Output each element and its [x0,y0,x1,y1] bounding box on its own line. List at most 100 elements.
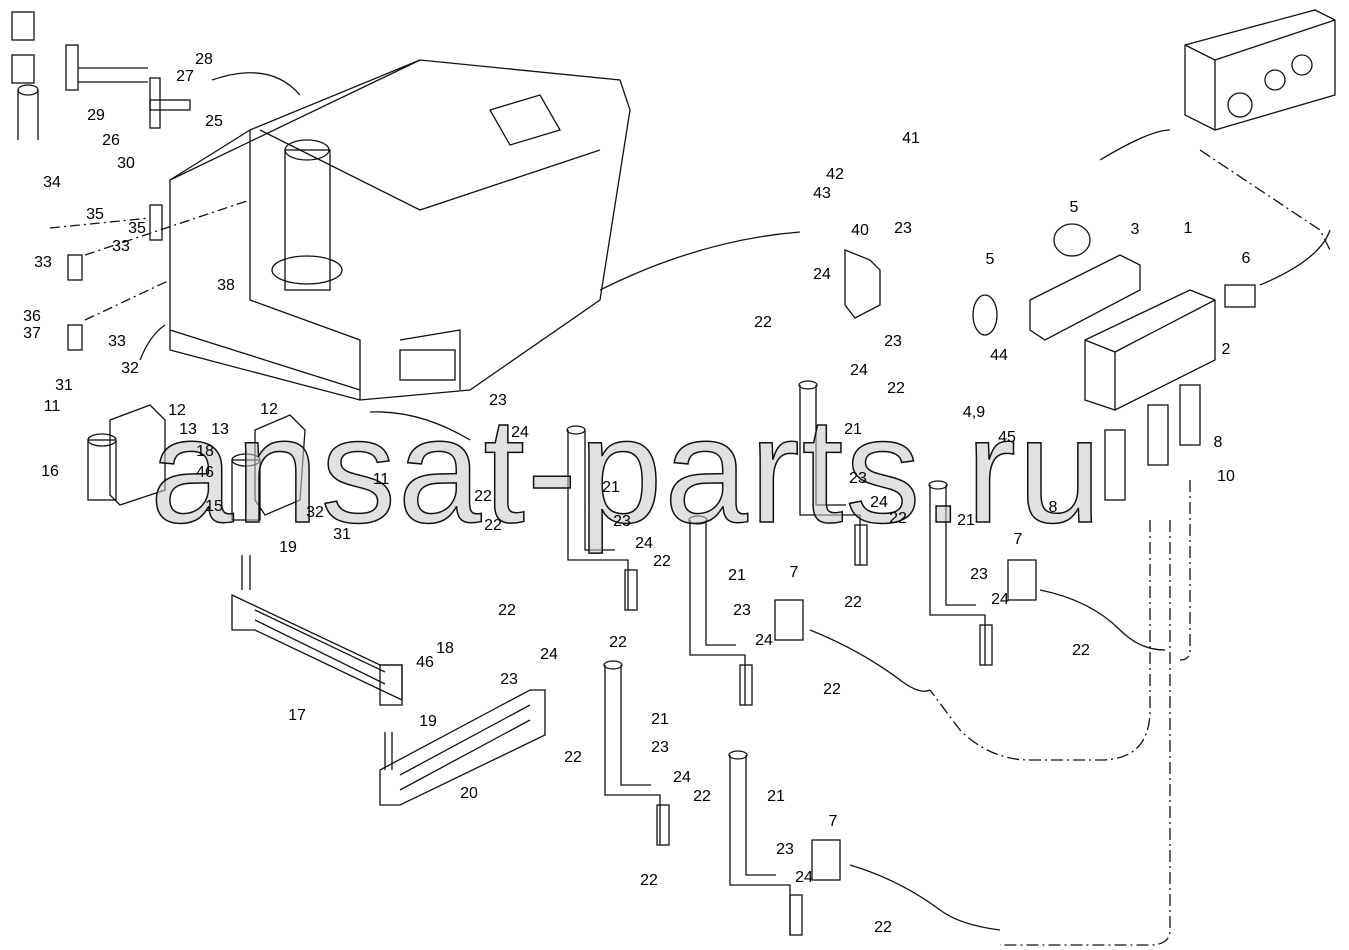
callout-22: 22 [874,919,892,936]
callout-11: 11 [43,398,61,415]
callout-36: 36 [23,308,41,325]
callout-4-9: 4,9 [962,404,986,421]
callout-24: 24 [511,424,529,441]
callout-45: 45 [998,429,1016,446]
callout-21: 21 [728,567,746,584]
callout-23: 23 [613,513,631,530]
callout-12: 12 [260,401,278,418]
callout-21: 21 [957,512,975,529]
callout-23: 23 [970,566,988,583]
watermark: ansat-parts.ru [149,386,1104,554]
callout-23: 23 [776,841,794,858]
callout-30: 30 [117,155,135,172]
callout-33: 33 [34,254,52,271]
callout-23: 23 [500,671,518,688]
callout-13: 13 [179,421,197,438]
callout-24: 24 [813,266,831,283]
callout-22: 22 [754,314,772,331]
callout-24: 24 [673,769,691,786]
callout-7: 7 [828,813,838,830]
callout-40: 40 [851,222,869,239]
callout-22: 22 [640,872,658,889]
hinge-parts [87,404,306,590]
callout-31: 31 [333,526,351,543]
callout-38: 38 [217,277,235,294]
callout-31: 31 [55,377,73,394]
callout-22: 22 [498,602,516,619]
callout-22: 22 [693,788,711,805]
callout-8: 8 [1048,499,1058,516]
callout-33: 33 [108,333,126,350]
callout-3: 3 [1130,221,1140,238]
callout-6: 6 [1241,250,1251,267]
callout-22: 22 [823,681,841,698]
callout-22: 22 [564,749,582,766]
callout-24: 24 [870,494,888,511]
callout-42: 42 [826,166,844,183]
callout-43: 43 [813,185,831,202]
callout-24: 24 [540,646,558,663]
callout-35: 35 [86,206,104,223]
callout-28: 28 [195,51,213,68]
callout-23: 23 [849,470,867,487]
callout-23: 23 [651,739,669,756]
callout-22: 22 [844,594,862,611]
callout-32: 32 [121,360,139,377]
machine-frame [169,59,631,401]
bracket-parts [11,11,251,351]
callout-21: 21 [602,479,620,496]
callout-23: 23 [489,392,507,409]
callout-18: 18 [196,443,214,460]
callout-7: 7 [1013,531,1023,548]
rail-parts [231,593,546,806]
callout-11: 11 [372,471,390,488]
leader-curve [211,72,301,96]
callout-29: 29 [87,107,105,124]
callout-21: 21 [651,711,669,728]
callout-37: 37 [23,325,41,342]
callout-17: 17 [288,707,306,724]
callout-1: 1 [1183,220,1193,237]
callout-24: 24 [755,632,773,649]
callout-21: 21 [844,421,862,438]
callout-20: 20 [460,785,478,802]
callout-8: 8 [1213,434,1223,451]
callout-33: 33 [112,238,130,255]
callout-7: 7 [789,564,799,581]
callout-22: 22 [609,634,627,651]
callout-46: 46 [416,654,434,671]
control-box [972,9,1336,411]
cables [774,149,1331,946]
callout-34: 34 [43,174,61,191]
callout-21: 21 [767,788,785,805]
callout-22: 22 [889,510,907,527]
callout-2: 2 [1221,341,1231,358]
callout-22: 22 [484,517,502,534]
callout-5: 5 [1069,199,1079,216]
callout-5: 5 [985,251,995,268]
callout-24: 24 [850,362,868,379]
callout-10: 10 [1217,468,1235,485]
callout-19: 19 [419,713,437,730]
callout-12: 12 [168,402,186,419]
callout-24: 24 [795,869,813,886]
callout-16: 16 [41,463,59,480]
callout-35: 35 [128,220,146,237]
callout-32: 32 [306,504,324,521]
callout-22: 22 [474,488,492,505]
callout-24: 24 [635,535,653,552]
callout-23: 23 [894,220,912,237]
callout-18: 18 [436,640,454,657]
callout-23: 23 [884,333,902,350]
callout-22: 22 [1072,642,1090,659]
callout-22: 22 [887,380,905,397]
callout-44: 44 [990,347,1008,364]
callout-41: 41 [902,130,920,147]
callout-27: 27 [176,68,194,85]
callout-19: 19 [279,539,297,556]
callout-46: 46 [196,464,214,481]
callout-24: 24 [991,591,1009,608]
post-parts [566,249,993,936]
